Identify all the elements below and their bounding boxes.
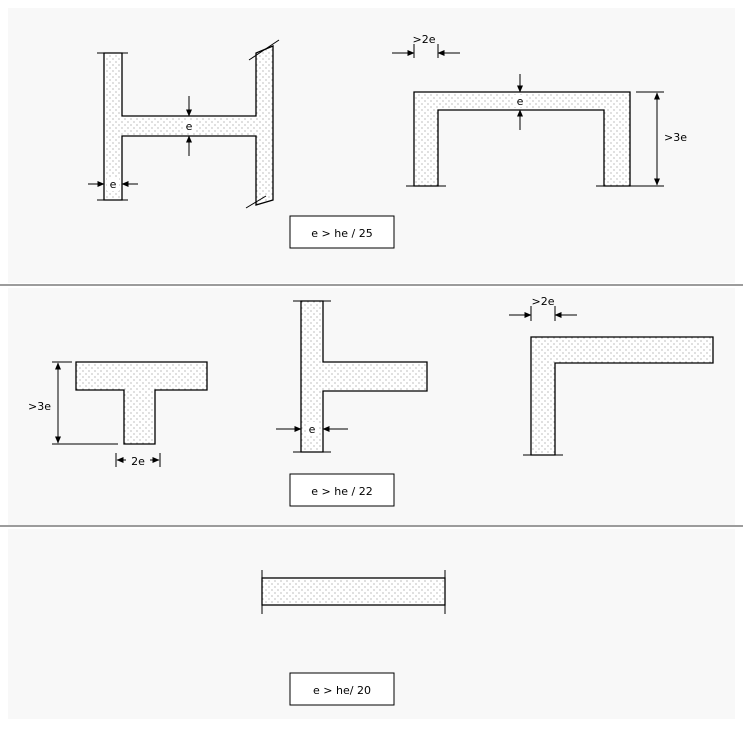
formula-box-3	[289, 672, 395, 706]
section-1: e e >2e e	[88, 33, 687, 249]
formula-3: e > he/ 20	[313, 684, 371, 697]
h-wall-shape: e e	[88, 39, 280, 209]
formula-box-1	[289, 215, 395, 249]
t-wall-shape: >3e 2e	[28, 361, 208, 468]
u-wall-shape: >2e e >3e	[392, 33, 687, 187]
u-flange-min-label: >2e	[413, 33, 436, 46]
l-wall-shape: >2e	[509, 295, 714, 456]
t-height-min-label: >3e	[28, 400, 51, 413]
h-web-label: e	[186, 120, 193, 133]
u-height-min-label: >3e	[664, 131, 687, 144]
section-2: >3e 2e e >2e	[28, 295, 714, 507]
t-cross-wall-shape: e	[276, 300, 428, 453]
l-flange-min-label: >2e	[532, 295, 555, 308]
h-thickness-label: e	[110, 178, 117, 191]
formula-1: e > he / 25	[311, 227, 372, 240]
formula-2: e > he / 22	[311, 485, 372, 498]
section-3: e > he/ 20	[261, 570, 446, 706]
straight-wall-shape	[261, 570, 446, 614]
cross-thickness-label: e	[309, 423, 316, 436]
t-web-width-label: 2e	[131, 455, 145, 468]
formula-box-2	[289, 473, 395, 507]
u-thickness-label: e	[517, 95, 524, 108]
